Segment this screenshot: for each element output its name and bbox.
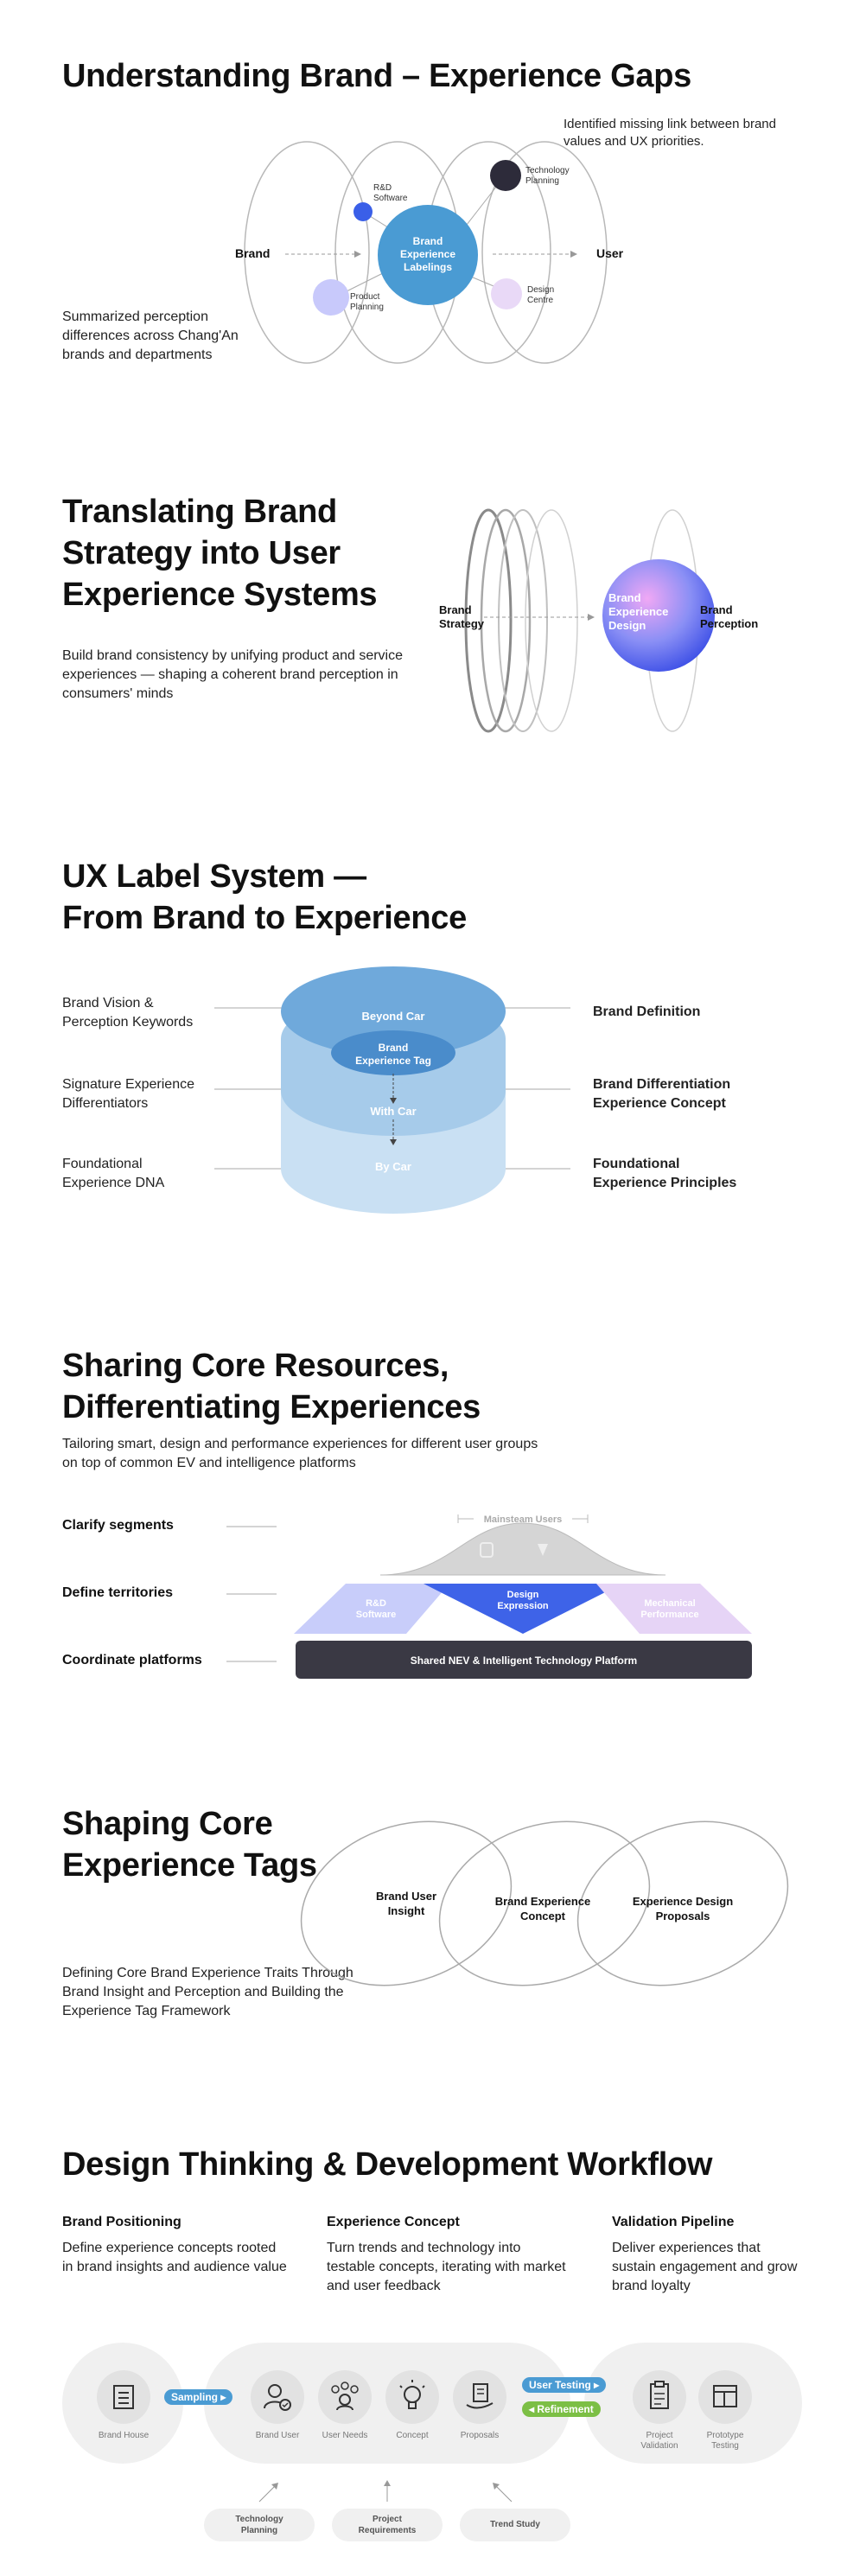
brand-house-icon (97, 2370, 150, 2424)
section-title: Design Thinking & Development Workflow (62, 2146, 713, 2183)
section-ux-label-system: UX Label System — From Brand to Experien… (0, 847, 847, 1227)
section-brand-experience-gaps: Understanding Brand – Experience Gaps Id… (0, 0, 847, 415)
svg-text:R&D: R&D (366, 1598, 386, 1609)
user-needs-icon (318, 2370, 372, 2424)
label-cylinder: Beyond Car Brand Experience Tag With Car… (214, 966, 570, 1214)
svg-text:Brand: Brand (608, 591, 641, 604)
svg-text:Mainsteam Users: Mainsteam Users (484, 1514, 563, 1525)
section-title-line-2: Experience Tags (62, 1847, 317, 1884)
section-body: Build brand consistency by unifying prod… (62, 648, 403, 701)
svg-text:Brand: Brand (379, 1042, 409, 1054)
proposals-label: Proposals (460, 2431, 500, 2440)
svg-text:Insight: Insight (388, 1904, 425, 1917)
col-experience-concept: Experience Concept Turn trends and techn… (327, 2215, 566, 2293)
svg-text:Proposals: Proposals (656, 1910, 710, 1922)
svg-text:Planning: Planning (525, 176, 559, 186)
section-title-line-2: Differentiating Experiences (62, 1389, 481, 1425)
svg-text:Strategy: Strategy (439, 617, 485, 630)
input-arrows (258, 2480, 513, 2503)
svg-text:Shared NEV & Intelligent Techn: Shared NEV & Intelligent Technology Plat… (411, 1655, 637, 1667)
label-coordinate-platforms: Coordinate platforms (62, 1653, 202, 1667)
section-title: Understanding Brand – Experience Gaps (62, 58, 691, 94)
note-right: Identified missing link between brand va… (564, 117, 776, 149)
section-title-line-1: UX Label System — (62, 858, 366, 895)
note-left: Summarized perception differences across… (62, 309, 239, 362)
center-line-3: Labelings (404, 261, 452, 273)
section-title-line-1: Sharing Core Resources, (62, 1348, 449, 1384)
brand-user-icon (251, 2370, 304, 2424)
section-brand-strategy: Translating Brand Strategy into User Exp… (0, 467, 847, 795)
pill-validation (584, 2343, 802, 2464)
svg-text:Design: Design (527, 285, 554, 295)
section-body: Defining Core Brand Experience Traits Th… (62, 1966, 353, 2018)
concept-icon (385, 2370, 439, 2424)
svg-text:Centre: Centre (527, 296, 553, 305)
svg-text:Brand User: Brand User (376, 1890, 436, 1903)
right-label-1: Brand Definition (593, 1004, 701, 1019)
section-body: Tailoring smart, design and performance … (62, 1437, 538, 1470)
refinement-tag: ◂ Refinement (522, 2401, 601, 2417)
svg-text:Perception: Perception (700, 617, 758, 630)
center-line-2: Experience (400, 248, 455, 260)
section-sharing-resources: Sharing Core Resources, Differentiating … (0, 1331, 847, 1712)
svg-text:Technology: Technology (525, 166, 570, 175)
svg-text:Expression: Expression (497, 1601, 549, 1611)
trend-study-pill: Trend Study (460, 2509, 570, 2541)
label-clarify-segments: Clarify segments (62, 1518, 174, 1533)
proposals-icon (453, 2370, 506, 2424)
section-workflow: Design Thinking & Development Workflow B… (0, 2126, 847, 2576)
svg-text:Software: Software (373, 194, 408, 203)
left-label-1: Brand Vision &Perception Keywords (62, 996, 194, 1030)
section-title: Translating Brand Strategy into User Exp… (62, 494, 378, 613)
strategy-diagram: Brand Strategy Brand Perception Brand Ex… (439, 508, 758, 733)
svg-text:Mechanical: Mechanical (644, 1598, 695, 1609)
section-title-line-1: Shaping Core (62, 1806, 273, 1842)
section-core-experience-tags: Shaping Core Experience Tags Defining Co… (0, 1781, 847, 2057)
svg-text:By Car: By Car (375, 1160, 411, 1173)
svg-text:R&D: R&D (373, 183, 392, 193)
col-validation-pipeline: Validation Pipeline Deliver experiences … (612, 2215, 798, 2293)
user-needs-label: User Needs (322, 2431, 368, 2440)
concept-label: Concept (396, 2431, 429, 2440)
user-testing-tag: User Testing ▸ (522, 2377, 607, 2393)
svg-text:Design: Design (507, 1590, 539, 1600)
brand-label: Brand (235, 246, 270, 260)
svg-text:Experience Tag: Experience Tag (355, 1055, 431, 1067)
svg-text:Design: Design (608, 619, 646, 632)
gap-diagram: Brand User Brand Experience Labelings R&… (235, 141, 624, 364)
section-title-line-2: From Brand to Experience (62, 900, 467, 936)
tags-venn: Brand User Insight Brand Experience Conc… (300, 1820, 789, 1986)
svg-text:Concept: Concept (520, 1910, 566, 1922)
sampling-tag: Sampling ▸ (164, 2389, 233, 2405)
user-label: User (596, 246, 624, 260)
brand-user-label: Brand User (255, 2431, 300, 2440)
project-validation-icon (633, 2370, 686, 2424)
prototype-testing-icon (698, 2370, 752, 2424)
svg-text:Experience: Experience (608, 605, 668, 618)
svg-text:Brand: Brand (439, 603, 472, 616)
center-line-1: Brand (413, 235, 443, 247)
col-brand-positioning: Brand Positioning Define experience conc… (62, 2215, 287, 2274)
svg-text:Performance: Performance (640, 1610, 698, 1620)
brand-house-label: Brand House (98, 2431, 150, 2440)
svg-text:Experience Design: Experience Design (633, 1895, 733, 1908)
label-define-territories: Define territories (62, 1585, 174, 1600)
resources-diagram: Mainsteam Users R&D Software Design Expr… (226, 1514, 752, 1679)
svg-text:Beyond Car: Beyond Car (362, 1010, 425, 1023)
svg-text:With Car: With Car (370, 1105, 416, 1118)
svg-text:Product: Product (350, 292, 380, 302)
svg-text:Software: Software (356, 1610, 396, 1620)
svg-text:Brand: Brand (700, 603, 733, 616)
svg-text:Brand Experience: Brand Experience (495, 1895, 591, 1908)
svg-text:Planning: Planning (350, 303, 384, 312)
